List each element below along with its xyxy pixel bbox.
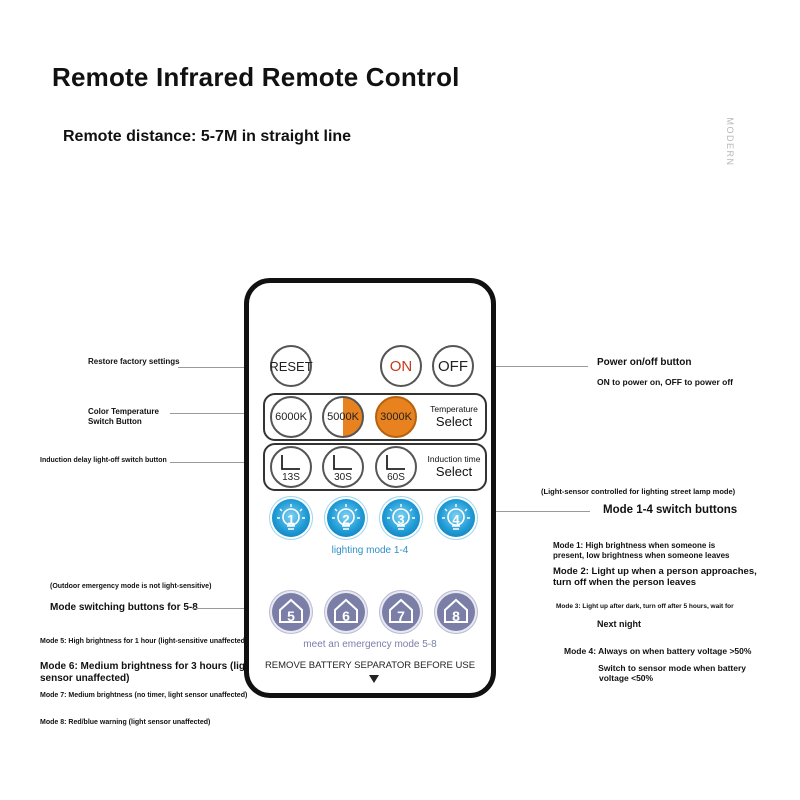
annotation-mode3: Mode 3: Light up after dark, turn off af… bbox=[556, 603, 734, 610]
annotation-mode2-line1: Mode 2: Light up when a person approache… bbox=[553, 566, 757, 577]
leader-line-power bbox=[478, 366, 588, 367]
temp-6000k-button[interactable]: 6000K bbox=[270, 396, 312, 438]
temperature-select-label: Temperature Select bbox=[430, 404, 478, 429]
induction-group: 13S 30S 60S Induction time Select bbox=[263, 443, 487, 491]
house-icon bbox=[444, 598, 468, 623]
battery-separator-note: REMOVE BATTERY SEPARATOR BEFORE USE bbox=[264, 660, 476, 671]
on-button[interactable]: ON bbox=[380, 345, 422, 387]
leader-line-color-temp bbox=[170, 413, 266, 414]
reset-button[interactable]: RESET bbox=[269, 345, 313, 387]
annotation-induction: Induction delay light-off switch button bbox=[40, 457, 167, 464]
lighting-mode-2-button[interactable]: 2 bbox=[327, 499, 365, 537]
leader-line-restore bbox=[178, 367, 270, 368]
page-title: Remote Infrared Remote Control bbox=[52, 62, 460, 92]
induction-30s-button[interactable]: 30S bbox=[322, 446, 364, 488]
emergency-mode-8-button[interactable]: 8 bbox=[437, 593, 475, 631]
bulb-icon bbox=[277, 504, 305, 530]
annotation-mode2-line2: turn off when the person leaves bbox=[553, 577, 697, 588]
remote-control: RESET ON OFF 6000K 5000K 3000K Temperatu… bbox=[244, 278, 496, 698]
annotation-mode5: Mode 5: High brightness for 1 hour (ligh… bbox=[40, 638, 248, 645]
house-icon bbox=[389, 598, 413, 623]
emergency-mode-label: meet an emergency mode 5-8 bbox=[303, 639, 437, 650]
emergency-mode-6-button[interactable]: 6 bbox=[327, 593, 365, 631]
leader-line-mode-5-8 bbox=[192, 608, 270, 609]
annotation-power-desc: ON to power on, OFF to power off bbox=[597, 377, 733, 387]
clock-hand-icon bbox=[281, 455, 300, 470]
leader-line-induction bbox=[170, 462, 266, 463]
annotation-mode1-line1: Mode 1: High brightness when someone is bbox=[553, 541, 716, 550]
annotation-mode3-next: Next night bbox=[597, 619, 641, 629]
annotation-mode6-line1: Mode 6: Medium brightness for 3 hours (l… bbox=[40, 661, 255, 672]
annotation-mode4: Mode 4: Always on when battery voltage >… bbox=[564, 646, 752, 656]
temp-3000k-button[interactable]: 3000K bbox=[375, 396, 417, 438]
induction-60s-button[interactable]: 60S bbox=[375, 446, 417, 488]
annotation-color-temp-2: Switch Button bbox=[88, 417, 142, 426]
annotation-mode8: Mode 8: Red/blue warning (light sensor u… bbox=[40, 719, 211, 726]
temperature-group: 6000K 5000K 3000K Temperature Select bbox=[263, 393, 487, 441]
off-button[interactable]: OFF bbox=[432, 345, 474, 387]
annotation-mode-5-8: Mode switching buttons for 5-8 bbox=[50, 602, 198, 613]
lighting-mode-1-button[interactable]: 1 bbox=[272, 499, 310, 537]
clock-hand-icon bbox=[333, 455, 352, 470]
annotation-mode4-line3: voltage <50% bbox=[599, 673, 654, 683]
annotation-mode1-line2: present, low brightness when someone lea… bbox=[553, 551, 730, 560]
house-icon bbox=[334, 598, 358, 623]
emergency-mode-5-button[interactable]: 5 bbox=[272, 593, 310, 631]
emergency-mode-7-button[interactable]: 7 bbox=[382, 593, 420, 631]
down-arrow-icon bbox=[369, 675, 379, 683]
annotation-mode6-line2: sensor unaffected) bbox=[40, 673, 130, 684]
leader-line-mode-1-4 bbox=[488, 511, 590, 512]
temp-5000k-button[interactable]: 5000K bbox=[322, 396, 364, 438]
annotation-color-temp-1: Color Temperature bbox=[88, 407, 159, 416]
clock-hand-icon bbox=[386, 455, 405, 470]
annotation-restore: Restore factory settings bbox=[88, 357, 180, 366]
annotation-light-sensor: (Light-sensor controlled for lighting st… bbox=[541, 487, 736, 496]
bulb-icon bbox=[387, 504, 415, 530]
induction-13s-button[interactable]: 13S bbox=[270, 446, 312, 488]
bulb-icon bbox=[442, 504, 470, 530]
annotation-mode-1-4: Mode 1-4 switch buttons bbox=[603, 504, 738, 516]
bulb-icon bbox=[332, 504, 360, 530]
lighting-mode-label: lighting mode 1-4 bbox=[331, 545, 409, 556]
lighting-mode-3-button[interactable]: 3 bbox=[382, 499, 420, 537]
annotation-outdoor: (Outdoor emergency mode is not light-sen… bbox=[50, 583, 212, 590]
lighting-mode-4-button[interactable]: 4 bbox=[437, 499, 475, 537]
house-icon bbox=[279, 598, 303, 623]
annotation-mode4-line2: Switch to sensor mode when battery bbox=[598, 663, 746, 673]
annotation-mode7: Mode 7: Medium brightness (no timer, lig… bbox=[40, 692, 248, 699]
brand-watermark: MODERN bbox=[725, 117, 735, 167]
page-subtitle: Remote distance: 5-7M in straight line bbox=[63, 128, 352, 145]
induction-select-label: Induction time Select bbox=[427, 454, 481, 479]
annotation-power: Power on/off button bbox=[597, 357, 692, 368]
